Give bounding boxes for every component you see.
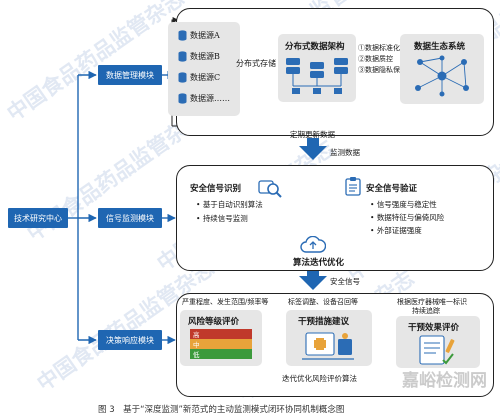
risk-level-mid: 中 xyxy=(190,339,252,349)
effect-desc-label-2: 持续追踪 xyxy=(412,307,440,315)
risk-level-high: 高 xyxy=(190,329,252,339)
identify-item: • 基于自动识别算法 xyxy=(196,200,263,209)
database-icon xyxy=(178,93,187,104)
decision-module-box: 决策响应模块 xyxy=(98,330,162,350)
measure-desc-label: 标签调整、设备召回等 xyxy=(288,298,358,306)
evaluation-report-icon xyxy=(419,335,455,365)
feature-item: ②数据质控 xyxy=(358,55,393,63)
risk-title: 风险等级评价 xyxy=(188,317,240,327)
effect-desc-label-1: 根据医疗器械唯一标识 xyxy=(397,298,467,306)
brand-watermark: 嘉峪检测网 xyxy=(402,371,487,391)
feature-item: ③数据隐私保护 xyxy=(358,66,407,74)
periodic-update-label: 定期更新数据 xyxy=(290,130,335,139)
tech-center-label: 技术研究中心 xyxy=(14,213,62,223)
tech-center-box: 技术研究中心 xyxy=(8,208,68,228)
data-source-item: 数据源B xyxy=(178,51,220,62)
dist-arch-title: 分布式数据架构 xyxy=(285,42,345,52)
cloud-refresh-icon xyxy=(300,236,326,253)
verify-title: 安全信号验证 xyxy=(366,184,418,194)
magnifier-icon xyxy=(258,180,282,198)
verify-item-text: 外部证据强度 xyxy=(376,226,422,235)
risk-level-label: 中 xyxy=(193,341,200,349)
signal-panel xyxy=(176,165,494,271)
decision-module-label: 决策响应模块 xyxy=(106,335,154,345)
data-source-item: 数据源C xyxy=(178,72,220,83)
server-cluster-icon xyxy=(286,58,348,94)
risk-desc-label: 严重程度、发生范围/频率等 xyxy=(182,298,269,306)
verify-item: • 信号强度与稳定性 xyxy=(370,200,437,209)
monitoring-data-label: 监测数据 xyxy=(330,148,360,157)
identify-item-text: 基于自动识别算法 xyxy=(202,200,263,209)
identify-title: 安全信号识别 xyxy=(190,184,242,194)
data-source-item: 数据源A xyxy=(178,30,220,41)
identify-item: • 持续信号监测 xyxy=(196,214,248,223)
data-source-label: 数据源A xyxy=(190,31,220,40)
identify-item-text: 持续信号监测 xyxy=(202,214,248,223)
risk-level-label: 低 xyxy=(193,351,200,359)
figure-caption: 图 3 基于“深度监测”新范式的主动监测模式闭环协同机制概念图 xyxy=(98,405,345,415)
data-source-label: 数据源B xyxy=(190,52,220,61)
clipboard-icon xyxy=(345,177,361,196)
safety-signal-label: 安全信号 xyxy=(330,277,360,286)
data-module-label: 数据管理模块 xyxy=(106,70,154,80)
medical-device-icon xyxy=(302,332,354,360)
measure-title: 干预措施建议 xyxy=(298,317,350,327)
algo-optimize-label: 算法迭代优化 xyxy=(293,258,345,268)
data-source-item: 数据源…… xyxy=(178,93,230,104)
database-icon xyxy=(178,51,187,62)
network-graph-icon xyxy=(415,55,469,97)
distributed-storage-label: 分布式存储 xyxy=(236,59,276,68)
database-icon xyxy=(178,72,187,83)
signal-module-box: 信号监测模块 xyxy=(98,208,162,228)
data-source-label: 数据源C xyxy=(190,73,221,82)
signal-module-label: 信号监测模块 xyxy=(106,213,154,223)
feature-item: ①数据标准化 xyxy=(358,44,400,52)
verify-item: • 外部证据强度 xyxy=(370,226,422,235)
verify-item-text: 信号强度与稳定性 xyxy=(376,200,437,209)
verify-item-text: 数据特征与偏倚风险 xyxy=(376,213,445,222)
data-source-label: 数据源…… xyxy=(190,94,230,103)
risk-level-label: 高 xyxy=(193,331,200,339)
risk-level-low: 低 xyxy=(190,349,252,359)
effect-title: 干预效果评价 xyxy=(408,323,460,333)
verify-item: • 数据特征与偏倚风险 xyxy=(370,213,445,222)
data-module-box: 数据管理模块 xyxy=(98,65,162,85)
iteration-label: 迭代优化风险评价算法 xyxy=(282,374,357,383)
database-icon xyxy=(178,30,187,41)
ecosystem-title: 数据生态系统 xyxy=(414,42,466,52)
